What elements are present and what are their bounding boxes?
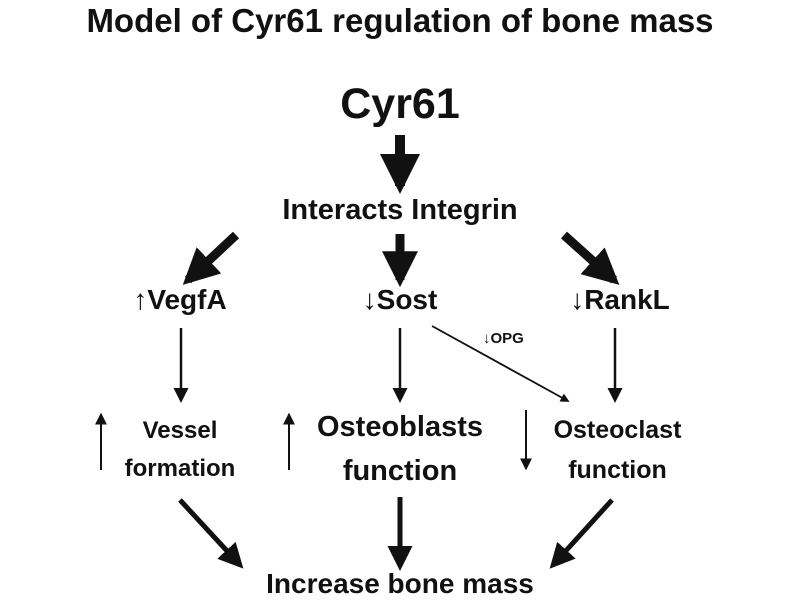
node-cyr61: Cyr61 [340,80,460,128]
node-rankl-label: RankL [584,284,670,315]
node-vessel-formation: Vessel formation [110,412,250,488]
arrow-integrin-to-vegfa [182,231,240,285]
node-vessel-line2: formation [124,455,236,482]
node-osteoblasts-line1: Osteoblasts [317,411,483,443]
node-vessel-line1: Vessel [142,417,218,444]
up-arrow-icon: ↑ [133,284,148,315]
node-rankl: ↓RankL [520,286,720,314]
node-osteoclast-line1: Osteoclast [553,416,682,444]
diagram-title: Model of Cyr61 regulation of bone mass [86,2,714,39]
node-osteoclast-function: Osteoclast function [525,410,710,490]
arrow-integrin-to-rankl [560,231,620,285]
down-arrow-icon: ↓ [483,330,491,347]
arrow-osteoclast-to-outcome [549,498,614,569]
node-sost: ↓Sost [320,286,480,314]
node-osteoblasts-line2: function [342,455,458,487]
down-arrow-icon: ↓ [570,284,585,315]
label-opg: ↓OPG [483,331,524,346]
node-vegfa-label: VegfA [147,284,227,315]
node-osteoclast-line2: function [568,456,667,484]
node-increase-bone-mass: Increase bone mass [266,568,534,599]
node-osteoblasts-function: Osteoblasts function [290,405,510,493]
down-arrow-icon: ↓ [362,284,377,315]
label-opg-text: OPG [490,330,524,347]
node-vegfa: ↑VegfA [100,286,260,314]
arrow-vessel-to-outcome [178,498,244,569]
arrow-sost-to-osteoclast [431,325,570,402]
node-sost-label: Sost [376,284,438,315]
node-interacts-integrin: Interacts Integrin [282,194,518,226]
